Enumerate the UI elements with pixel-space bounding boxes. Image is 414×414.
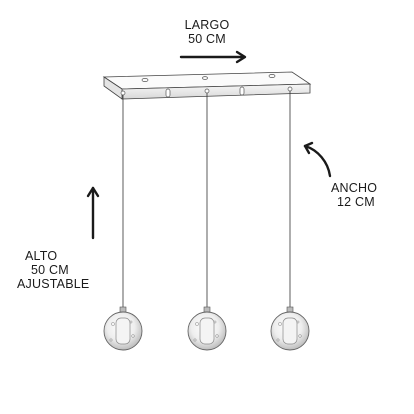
ancho-value: 12 CM: [337, 195, 375, 209]
cable-grip: [287, 86, 293, 92]
ancho-title: ANCHO: [331, 181, 378, 195]
slot: [239, 86, 245, 96]
cable-grip: [204, 88, 210, 94]
screw-hole: [202, 76, 208, 80]
screw-hole: [141, 78, 149, 82]
glass-globe-center: [187, 306, 227, 351]
screw-hole: [268, 74, 276, 78]
largo-value: 50 CM: [188, 32, 226, 46]
alto-value: 50 CM: [31, 263, 69, 277]
largo-title: LARGO: [184, 18, 230, 32]
arrow-curved-up-icon: [303, 141, 332, 178]
alto-label: ALTO 50 CM AJUSTABLE: [17, 249, 113, 291]
cable-grip: [120, 90, 126, 96]
glass-globe-right: [270, 306, 310, 351]
arrow-right-icon: [179, 50, 247, 64]
alto-note: AJUSTABLE: [17, 277, 90, 291]
alto-title: ALTO: [25, 249, 58, 263]
ancho-label: ANCHO 12 CM: [331, 181, 391, 209]
arrow-up-icon: [86, 186, 100, 240]
largo-label: LARGO 50 CM: [170, 18, 244, 46]
slot: [165, 88, 171, 98]
glass-globe-left: [103, 306, 143, 351]
